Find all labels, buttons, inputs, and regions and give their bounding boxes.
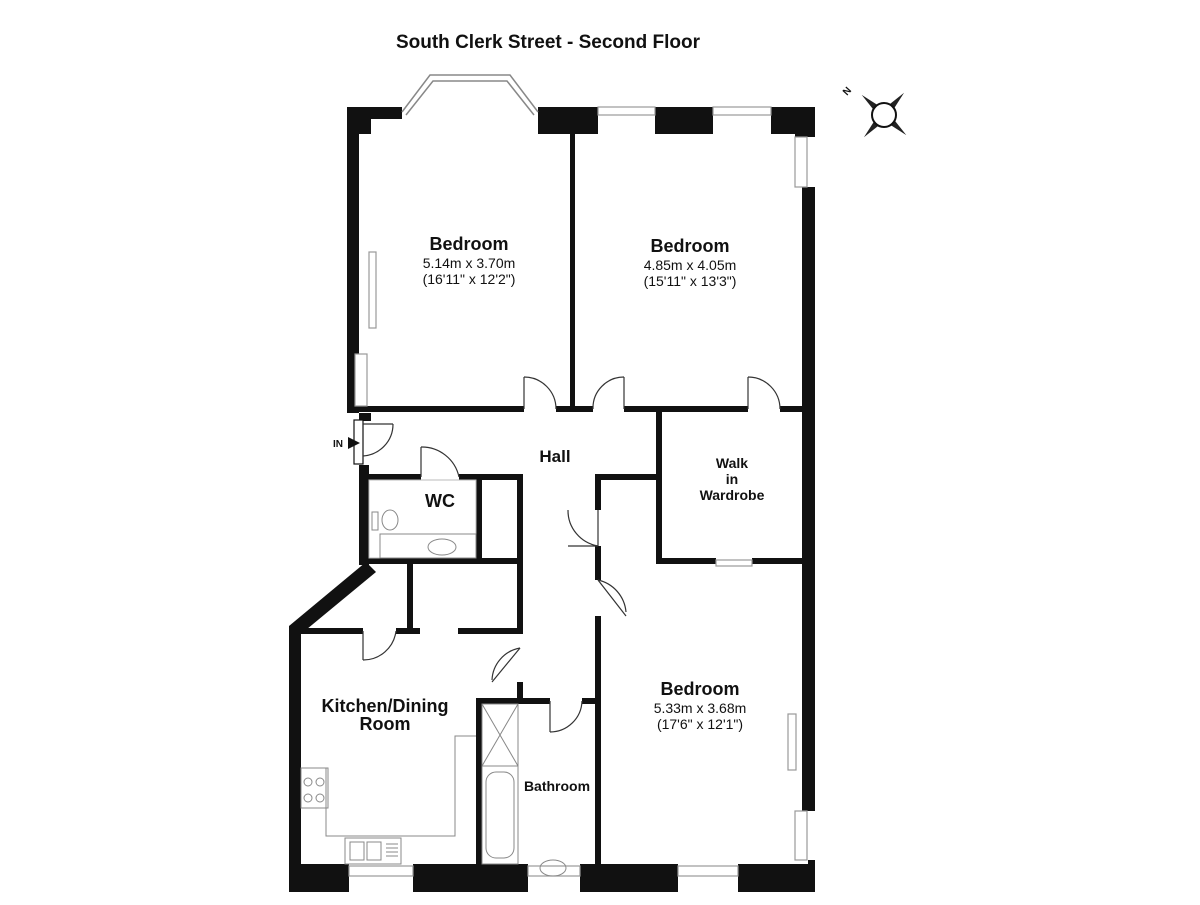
entrance-label: IN <box>333 439 343 450</box>
room-dimensions-metric: 5.14m x 3.70m <box>423 255 516 271</box>
interior-walls <box>301 134 802 868</box>
entrance-arrow-icon <box>348 437 360 449</box>
room-name: Bedroom <box>650 236 729 256</box>
room-name: Bedroom <box>429 234 508 254</box>
walls <box>289 107 815 892</box>
room-bedroom-top-left: Bedroom 5.14m x 3.70m (16'11" x 12'2") <box>423 234 516 287</box>
room-label-line3: Wardrobe <box>700 487 765 503</box>
room-kitchen-dining: Kitchen/Dining Room <box>322 696 449 734</box>
room-label-line1: Walk <box>716 455 748 471</box>
room-hall-label: Hall <box>539 447 570 466</box>
room-label-line2: Room <box>360 714 411 734</box>
windows <box>348 74 808 877</box>
room-bathroom-label: Bathroom <box>524 778 590 794</box>
room-dimensions-metric: 4.85m x 4.05m <box>644 257 737 273</box>
room-name: Bedroom <box>660 679 739 699</box>
fixtures <box>300 479 567 877</box>
room-bedroom-bottom: Bedroom 5.33m x 3.68m (17'6" x 12'1") <box>654 679 747 732</box>
room-walk-in-wardrobe: Walk in Wardrobe <box>700 455 765 503</box>
room-dimensions-imperial: (16'11" x 12'2") <box>423 271 516 287</box>
room-bedroom-top-right: Bedroom 4.85m x 4.05m (15'11" x 13'3") <box>644 236 737 289</box>
room-dimensions-metric: 5.33m x 3.68m <box>654 700 747 716</box>
compass-label: N <box>841 85 854 98</box>
room-label-line2: in <box>726 471 738 487</box>
compass-icon <box>861 92 907 138</box>
doors <box>353 376 781 733</box>
room-dimensions-imperial: (17'6" x 12'1") <box>657 716 743 732</box>
plan-title: South Clerk Street - Second Floor <box>396 32 701 53</box>
room-wc-label: WC <box>425 491 455 511</box>
room-label-line1: Kitchen/Dining <box>322 696 449 716</box>
room-dimensions-imperial: (15'11" x 13'3") <box>644 273 737 289</box>
